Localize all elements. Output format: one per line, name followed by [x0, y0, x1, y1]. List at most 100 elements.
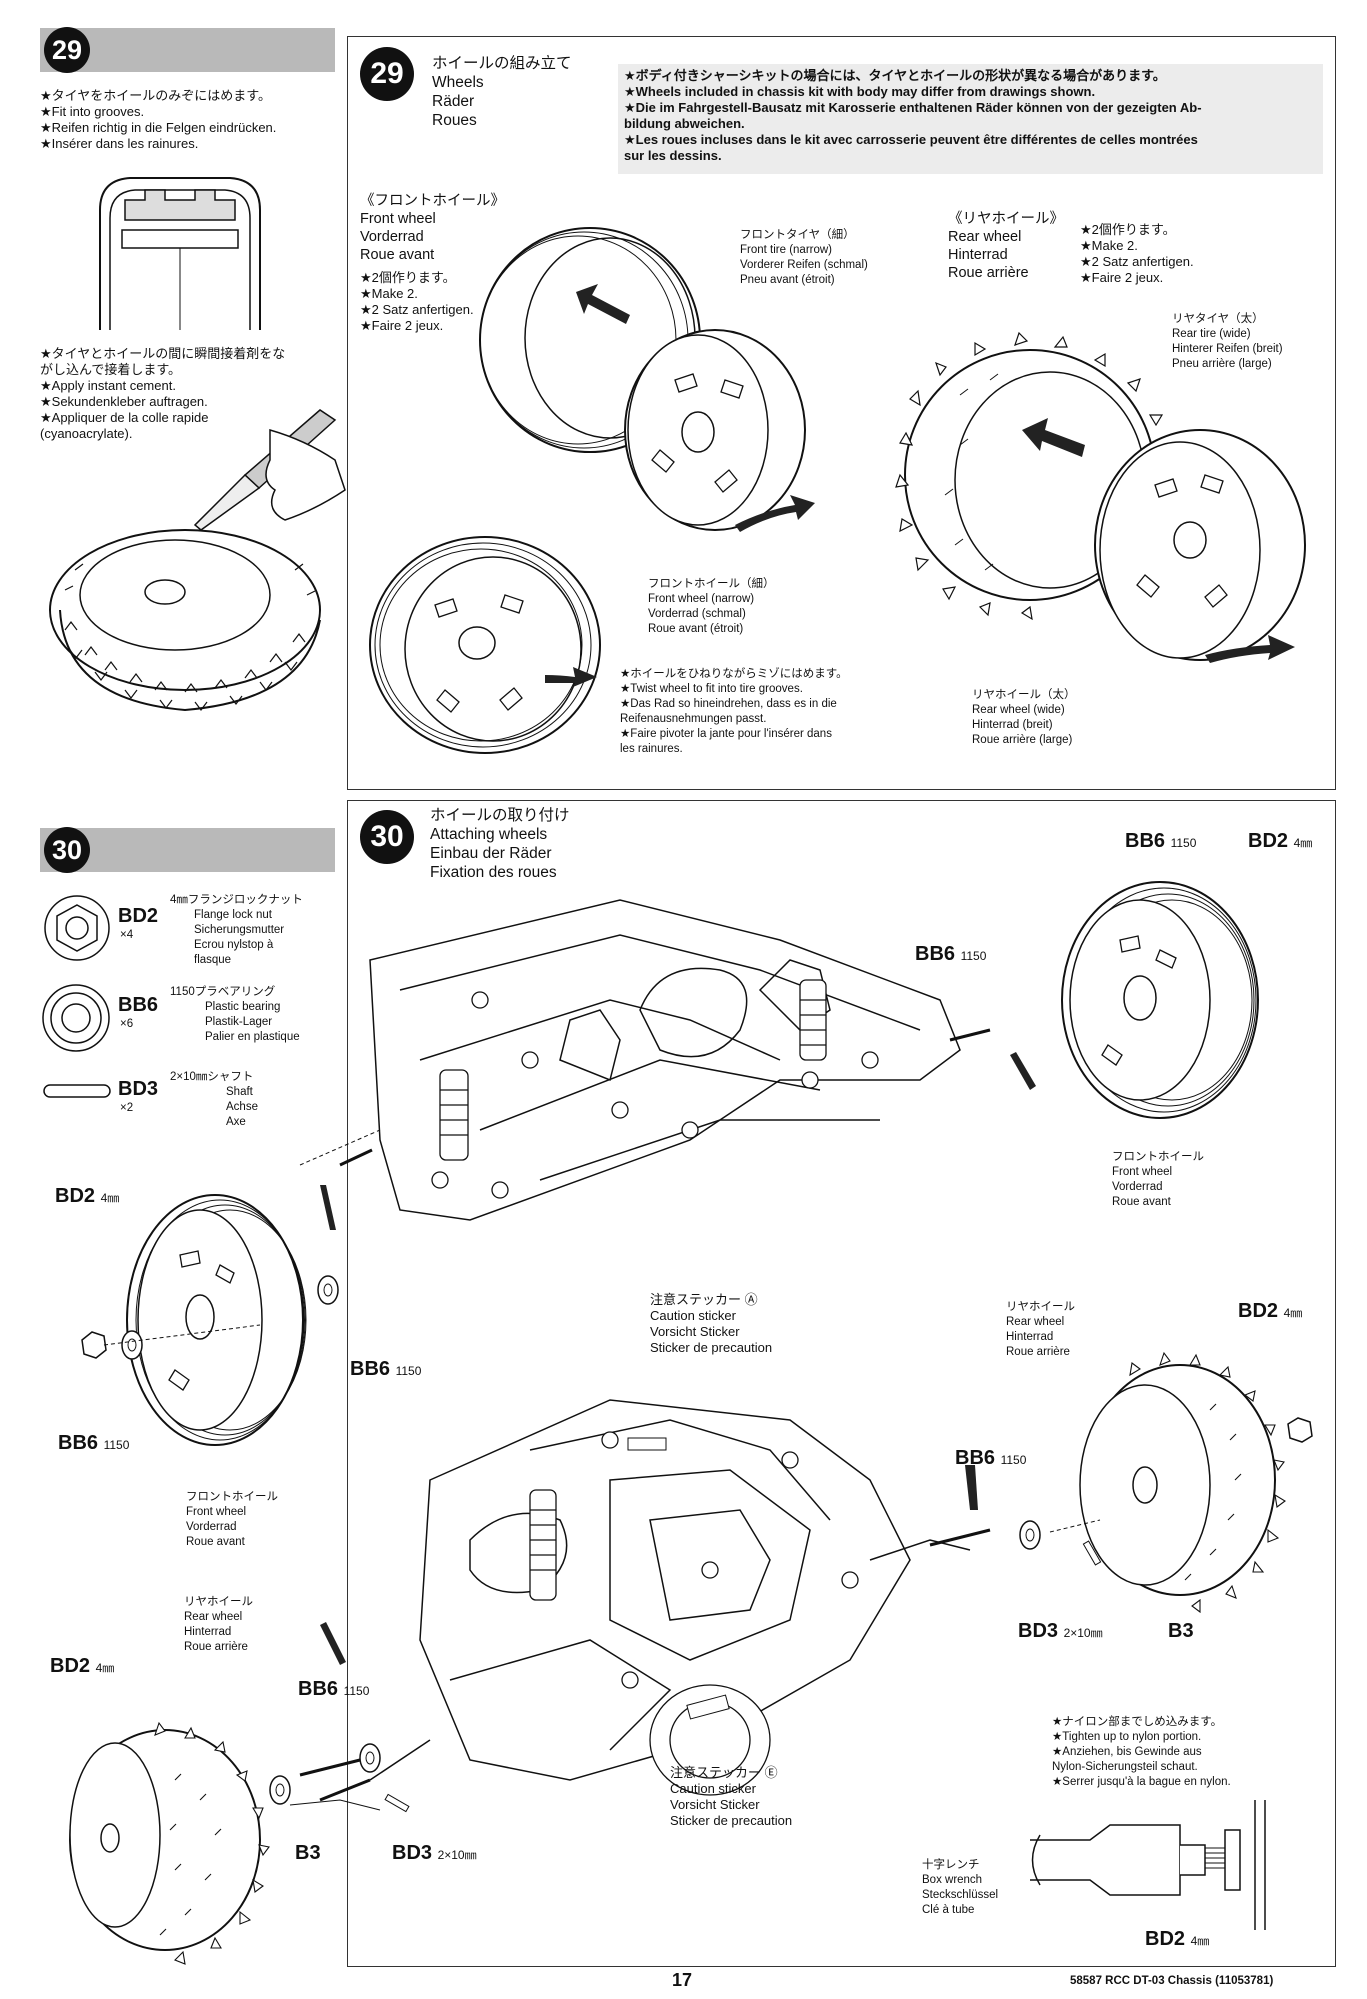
label-line: Caution sticker — [650, 1308, 736, 1323]
desc-line: flasque — [194, 954, 232, 966]
title-line: ホイールの組み立て — [432, 55, 572, 72]
note-line: Nylon-Sicherungsteil schaut. — [1052, 1761, 1198, 1773]
title-line: Wheels — [432, 74, 484, 91]
note-line: ★ホイールをひねりながらミゾにはめます。 — [620, 668, 848, 680]
note-line: ★Make 2. — [360, 286, 418, 301]
note-line: ★Twist wheel to fit into tire grooves. — [620, 683, 803, 695]
bd2-code: BD2 — [1145, 1928, 1186, 1950]
rear-right-fasteners-illustration — [1000, 1490, 1120, 1580]
label-line: フロントホイール — [186, 1491, 278, 1503]
bd2-label-rear-left: BD2 4㎜ — [50, 1655, 114, 1678]
note-line: ★タイヤとホイールの間に瞬間接着剤をな — [40, 346, 286, 361]
note-line: ★Das Rad so hineindrehen, dass es in die — [620, 698, 837, 710]
front-make-note: ★2個作ります。 ★Make 2. ★2 Satz anfertigen. ★F… — [360, 270, 474, 334]
bd2-label-front-right: BD2 4㎜ — [1248, 830, 1312, 853]
caution-sticker-a-label: 注意ステッカー Ⓐ Caution sticker Vorsicht Stick… — [650, 1292, 772, 1356]
bd2-size: 4㎜ — [1190, 1934, 1210, 1948]
bd2-label-wrench: BD2 4㎜ — [1145, 1928, 1209, 1951]
label-line: Rear wheel (wide) — [972, 704, 1065, 716]
bd2-code: BD2 — [1248, 830, 1289, 852]
note-line: ★タイヤをホイールのみぞにはめます。 — [40, 88, 271, 103]
part-desc: 2×10㎜シャフト Shaft Achse Axe — [170, 1070, 258, 1130]
label-line: Front wheel — [1112, 1166, 1173, 1178]
bd3-label-rear-right: BD3 2×10㎜ — [1018, 1620, 1103, 1643]
notice-line: sur les dessins. — [624, 148, 722, 163]
heading-line: Roue arrière — [948, 265, 1029, 281]
bb6-code: BB6 — [298, 1678, 339, 1700]
note-line: ★Faire pivoter la jante pour l'insérer d… — [620, 728, 832, 740]
assembled-front-wheel-illustration — [365, 525, 605, 765]
label-line: Hinterrad — [1006, 1331, 1054, 1343]
label-line: Roue arrière — [184, 1641, 248, 1653]
step30-title: ホイールの取り付け Attaching wheels Einbau der Rä… — [430, 806, 570, 882]
label-line: Pneu arrière (large) — [1172, 358, 1272, 370]
part-qty: ×4 — [120, 929, 134, 941]
step29-title: ホイールの組み立て Wheels Räder Roues — [432, 54, 572, 130]
note-line: ★Make 2. — [1080, 238, 1138, 253]
heading-line: Hinterrad — [948, 247, 1008, 263]
label-line: リヤタイヤ（太） — [1172, 313, 1264, 325]
title-line: Roues — [432, 112, 477, 129]
note-line: ★Faire 2 jeux. — [360, 318, 444, 333]
label-line: 注意ステッカー Ⓔ — [670, 1765, 778, 1780]
label-line: Rear wheel — [1006, 1316, 1065, 1328]
label-line: Front wheel (narrow) — [648, 593, 755, 605]
part-desc: 4㎜フランジロックナット Flange lock nut Sicherungsm… — [170, 893, 303, 968]
desc-line: Shaft — [226, 1086, 253, 1098]
note-line: ★Fit into grooves. — [40, 104, 145, 119]
label-line: Vorderrad — [1112, 1181, 1163, 1193]
title-line: Räder — [432, 93, 475, 110]
flange-lock-nut-icon — [42, 893, 112, 963]
bd3-code: BD3 — [1018, 1620, 1059, 1642]
title-line: Attaching wheels — [430, 826, 548, 843]
glue-application-illustration — [45, 400, 345, 750]
bb6-size: 1150 — [395, 1364, 422, 1378]
rear-wheel-label-left: リヤホイール Rear wheel Hinterrad Roue arrière — [184, 1595, 253, 1655]
step30-number: 30 — [360, 810, 414, 864]
note-line: ★Appliquer de la colle rapide — [40, 410, 209, 425]
note-line: ★Apply instant cement. — [40, 378, 176, 393]
bd2-label-rear-right: BD2 4㎜ — [1238, 1300, 1302, 1323]
notice-line: ★ボディ付きシャーシキットの場合には、タイヤとホイールの形状が異なる場合がありま… — [624, 68, 1166, 83]
notice-line: bildung abweichen. — [624, 116, 745, 131]
step29-side-number: 29 — [44, 27, 90, 73]
heading-line: 《リヤホイール》 — [948, 211, 1064, 227]
rear-make-note: ★2個作ります。 ★Make 2. ★2 Satz anfertigen. ★F… — [1080, 222, 1194, 286]
bb6-size: 1150 — [1000, 1453, 1027, 1467]
heading-line: Rear wheel — [948, 229, 1022, 245]
label-line: フロントタイヤ（細） — [740, 229, 855, 241]
part-code: BD2 — [118, 905, 159, 927]
rear-wheel-heading: 《リヤホイール》 Rear wheel Hinterrad Roue arriè… — [948, 210, 1064, 282]
title-line: ホイールの取り付け — [430, 807, 570, 824]
box-wrench-label: 十字レンチ Box wrench Steckschlüssel Clé à tu… — [922, 1858, 998, 1918]
note-line: ★2 Satz anfertigen. — [1080, 254, 1194, 269]
plastic-bearing-icon — [40, 982, 112, 1054]
bb6-size: 1150 — [103, 1438, 130, 1452]
label-line: Roue avant — [186, 1536, 245, 1548]
front-wheel-heading: 《フロントホイール》 Front wheel Vorderrad Roue av… — [360, 192, 505, 264]
label-line: フロントホイール（細） — [648, 578, 775, 590]
document-code: 58587 RCC DT-03 Chassis (11053781) — [1070, 1975, 1274, 1987]
b3-label-rear-left: B3 — [295, 1842, 321, 1864]
rear-fasteners-illustration — [260, 1720, 440, 1810]
title-line: Einbau der Räder — [430, 845, 552, 862]
label-line: Hinterrad (breit) — [972, 719, 1053, 731]
label-line: Hinterer Reifen (breit) — [1172, 343, 1283, 355]
step29-frame — [347, 36, 1336, 790]
tighten-nylon-note: ★ナイロン部までしめ込みます。 ★Tighten up to nylon por… — [1052, 1715, 1231, 1790]
note-line: les rainures. — [620, 743, 683, 755]
label-line: Hinterrad — [184, 1626, 232, 1638]
note-line: ★ナイロン部までしめ込みます。 — [1052, 1716, 1223, 1728]
bb6-label-rear-right: BB6 1150 — [955, 1447, 1026, 1470]
bd2-code: BD2 — [50, 1655, 91, 1677]
bd3-code: BD3 — [392, 1842, 433, 1864]
note-line: (cyanoacrylate). — [40, 426, 133, 441]
desc-line: Flange lock nut — [194, 909, 272, 921]
desc-line: 2×10㎜シャフト — [170, 1071, 254, 1083]
step30-frame — [347, 800, 1336, 1967]
note-line: ★Tighten up to nylon portion. — [1052, 1731, 1202, 1743]
bb6-code: BB6 — [955, 1447, 996, 1469]
part-qty: ×2 — [120, 1102, 134, 1114]
label-line: リヤホイール — [184, 1596, 253, 1608]
label-line: Vorderrad — [186, 1521, 237, 1533]
